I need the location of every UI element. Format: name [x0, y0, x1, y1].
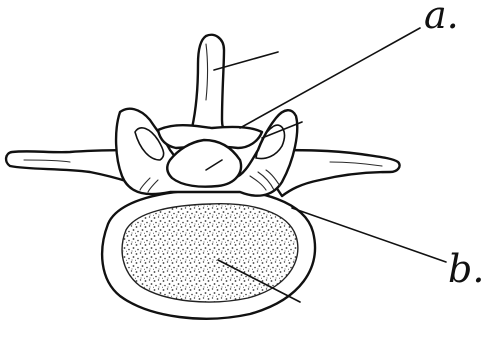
spinous-process: [192, 35, 230, 138]
leader-line-a: [240, 28, 420, 128]
label-a: a.: [424, 0, 459, 37]
label-b: b.: [448, 247, 484, 291]
